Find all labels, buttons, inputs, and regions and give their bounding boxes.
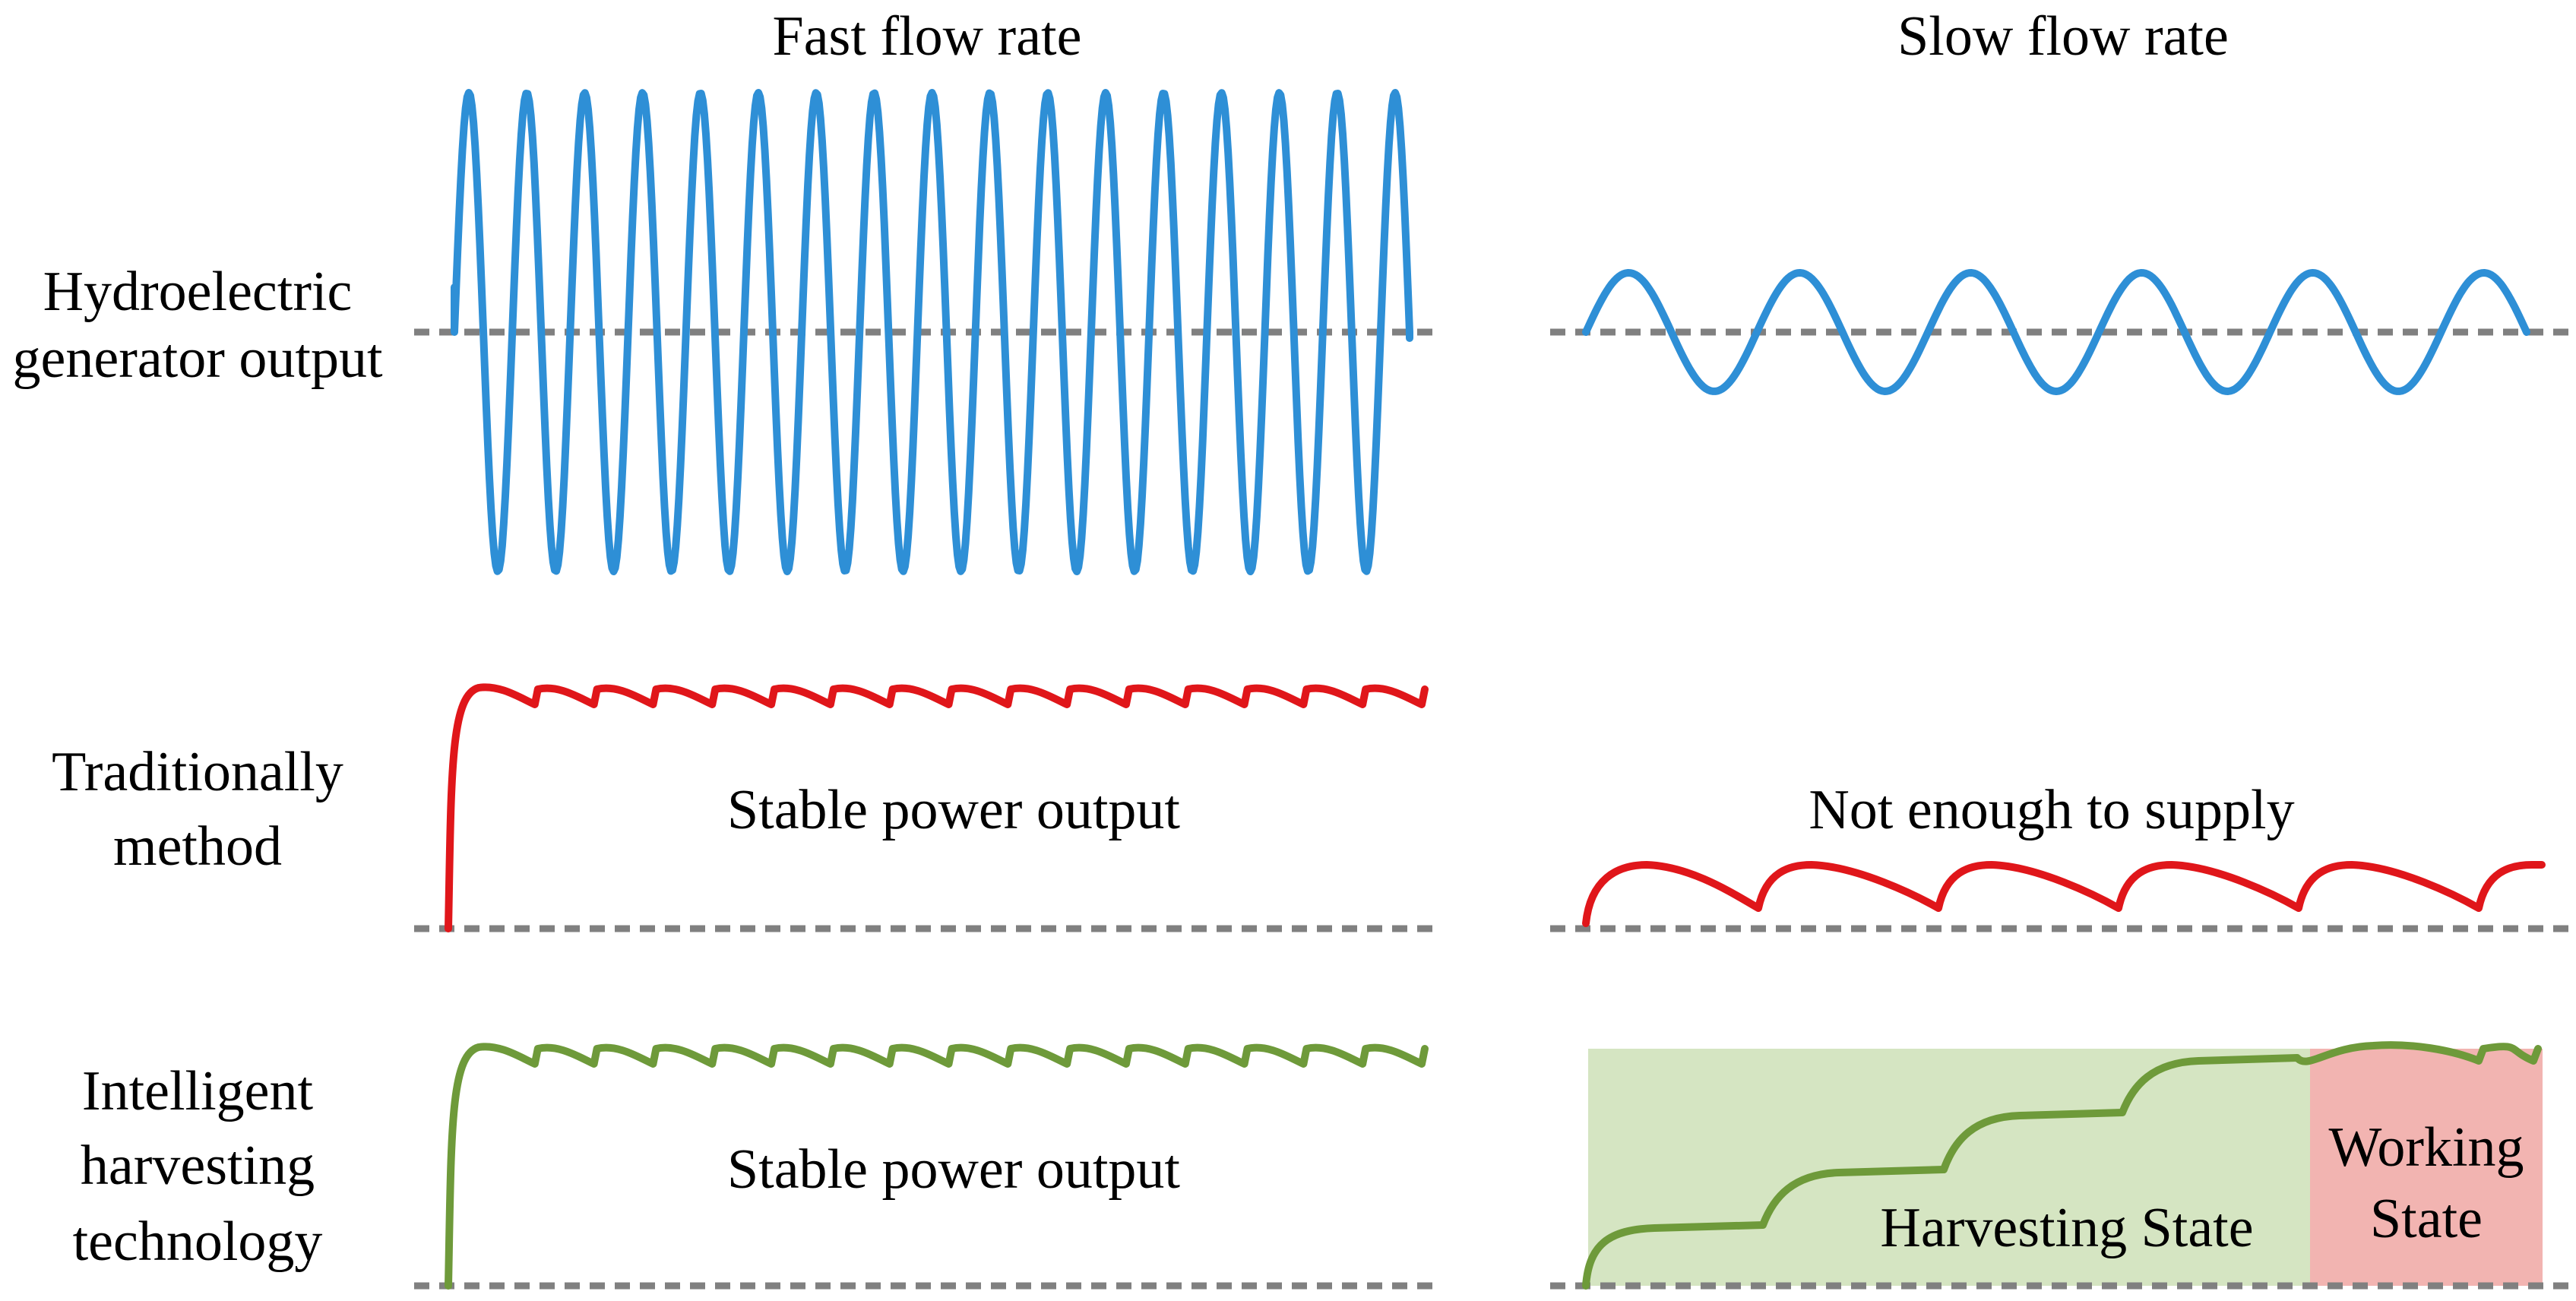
traditional-fast-output-curve — [445, 683, 1429, 932]
harvesting-state-region — [1588, 1049, 2310, 1286]
traditional-slow-output-curve — [1582, 861, 2546, 927]
row-label-traditional-line2: method — [113, 815, 282, 878]
annotation-stable-intelligent: Stable power output — [726, 1138, 1180, 1201]
row-label-intelligent-line3: technology — [72, 1211, 323, 1273]
row-label-traditional-line1: Traditionally — [52, 741, 343, 803]
annotation-not-enough: Not enough to supply — [1809, 779, 2295, 841]
hydro-slow-waveform — [1582, 269, 2530, 395]
row-label-hydro-line2: generator output — [12, 328, 383, 390]
working-state-label-line1: Working — [2328, 1116, 2524, 1179]
working-state-region — [2310, 1049, 2543, 1286]
working-state-label-line2: State — [2370, 1188, 2483, 1250]
row-label-intelligent-line1: Intelligent — [81, 1060, 314, 1122]
column-header-slow: Slow flow rate — [1897, 5, 2229, 68]
harvesting-state-label: Harvesting State — [1880, 1197, 2254, 1259]
row-label-hydro-line1: Hydroelectric — [43, 261, 353, 323]
row-label-intelligent-line2: harvesting — [80, 1135, 315, 1197]
intelligent-slow-staircase-curve — [1582, 1041, 2542, 1290]
annotation-stable-traditional: Stable power output — [726, 779, 1180, 841]
hydro-fast-waveform — [451, 89, 1413, 575]
column-header-fast: Fast flow rate — [772, 5, 1082, 68]
intelligent-fast-output-curve — [445, 1043, 1429, 1290]
